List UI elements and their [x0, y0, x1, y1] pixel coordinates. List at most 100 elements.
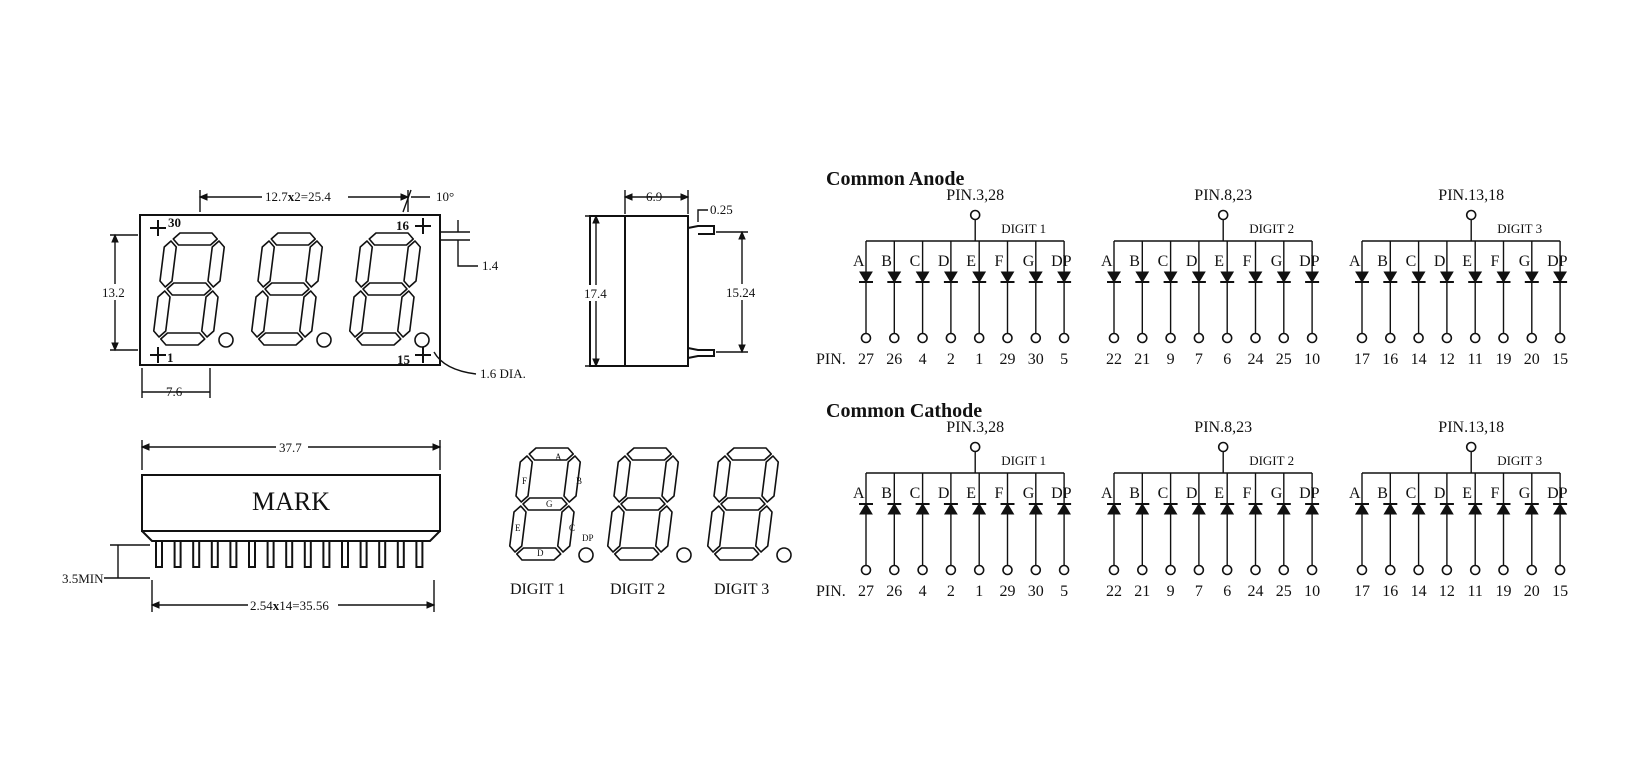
section-title: Common Anode	[826, 168, 964, 190]
dim-side-height-bg	[582, 285, 612, 301]
dim-pin-span-bg	[724, 284, 762, 300]
pin-number: 5	[1060, 351, 1068, 368]
pin1-label: 1	[167, 350, 174, 365]
digit-label: DIGIT 2	[1249, 221, 1294, 236]
dim-tab-label: 1.4	[482, 258, 499, 273]
pin-terminal	[973, 564, 985, 576]
pin-number: 25	[1276, 351, 1292, 368]
common-pin-label: PIN.3,28	[946, 187, 1004, 204]
common-pin-label: PIN.3,28	[946, 419, 1004, 436]
pin-number: 27	[858, 583, 874, 600]
pin-number: 26	[886, 351, 902, 368]
bottom-pin-2	[173, 540, 182, 568]
pin-number: 17	[1354, 583, 1370, 600]
front-digits	[152, 232, 430, 348]
pin-number: 7	[1195, 351, 1203, 368]
pin-number: 15	[1552, 351, 1568, 368]
dim-thick-lines	[697, 209, 708, 222]
dim-width-label: 6.9	[646, 189, 662, 204]
diode-symbol	[859, 271, 873, 283]
pin-number: 16	[1382, 583, 1398, 600]
pin15-marker	[415, 347, 431, 363]
diode-symbol	[944, 503, 958, 515]
pin-number: 24	[1248, 351, 1264, 368]
front-digit-3-seg-e	[348, 290, 367, 338]
side-bottom-pin	[687, 347, 715, 359]
diode-symbol	[1355, 503, 1369, 515]
mark-label: MARK	[252, 487, 330, 516]
pin-number: 12	[1439, 351, 1455, 368]
dim-hole-label: 1.6 DIA.	[480, 366, 526, 381]
diode-symbol	[1276, 503, 1291, 515]
legend-digit-1-seg-b	[563, 455, 582, 503]
front-digit-3-seg-d	[355, 332, 402, 346]
pin-terminal	[888, 564, 900, 576]
dim-top-arrows	[198, 193, 410, 201]
segment-legend: A B C D E F G DP DIGIT 1 DIGIT 2 DIGIT 3	[508, 447, 792, 598]
segment-label: C	[910, 253, 921, 270]
diode-symbol	[944, 271, 958, 283]
front-digit-2-seg-c	[298, 290, 317, 338]
segment-label: D	[1186, 253, 1198, 270]
pin-terminal	[1526, 332, 1538, 344]
pin-terminal	[1498, 564, 1509, 576]
diode-symbol	[1440, 503, 1454, 515]
pin-terminal	[1108, 332, 1120, 344]
legend-digit-2-seg-f	[613, 455, 632, 503]
front-dp-1	[218, 332, 234, 348]
segment-label: A	[1101, 485, 1113, 502]
pin-number: 7	[1195, 583, 1203, 600]
dim-pin-len-lines	[104, 544, 150, 579]
diode-symbol	[1248, 271, 1263, 283]
pin-terminal	[1165, 332, 1176, 344]
diode-symbol	[1057, 271, 1071, 283]
pin-prefix-label: PIN.	[816, 583, 846, 600]
diode-symbol	[1496, 503, 1511, 515]
common-pin-label: PIN.8,23	[1194, 187, 1252, 204]
diode-symbol	[1276, 271, 1291, 283]
pin-terminal	[1278, 564, 1290, 576]
dim-pins-arrows	[150, 601, 436, 609]
pin-number: 11	[1467, 351, 1482, 368]
pin-terminal	[1108, 564, 1120, 576]
pin16-marker	[415, 218, 431, 234]
pin1-marker	[150, 347, 166, 363]
common-pin-label: PIN.8,23	[1194, 419, 1252, 436]
seg-label-b: B	[576, 476, 582, 486]
dim-angle-label: 10°	[436, 189, 454, 204]
dim-height-label: 13.2	[102, 285, 125, 300]
common-pin-terminal	[969, 209, 981, 221]
legend-digit-1-seg-e	[508, 505, 527, 553]
bottom-pin-8	[285, 540, 294, 568]
pin-terminal	[1385, 332, 1396, 344]
pin-prefix-label: PIN.	[816, 351, 846, 368]
bottom-pin-10	[322, 540, 331, 568]
pin-number: 6	[1223, 351, 1231, 368]
legend-digit-3-seg-a	[726, 447, 773, 461]
segment-label: D	[938, 485, 950, 502]
segment-label: D	[1434, 253, 1446, 270]
diode-symbol	[1383, 271, 1398, 283]
pin-terminal	[917, 564, 928, 576]
segment-label: E	[1214, 253, 1224, 270]
front-digit-1-seg-c	[200, 290, 219, 338]
front-digit-2-seg-b	[305, 240, 324, 288]
dim-width-lines	[624, 190, 689, 214]
legend-digit-3	[706, 447, 780, 561]
front-digit-1-seg-b	[207, 240, 226, 288]
common-pin-label: PIN.13,18	[1438, 187, 1504, 204]
pin-number: 2	[947, 583, 955, 600]
diode-symbol	[1057, 503, 1071, 515]
legend-dp-2	[676, 547, 692, 563]
segment-label: B	[881, 253, 892, 270]
pin-number: 15	[1552, 583, 1568, 600]
dim-hole-leader	[433, 351, 477, 375]
seg-label-dp: DP	[582, 533, 594, 543]
front-digit-2-seg-g	[264, 282, 310, 296]
pin-terminal	[1356, 332, 1368, 344]
pin-terminal	[1306, 332, 1318, 344]
pin-terminal	[1469, 332, 1481, 344]
